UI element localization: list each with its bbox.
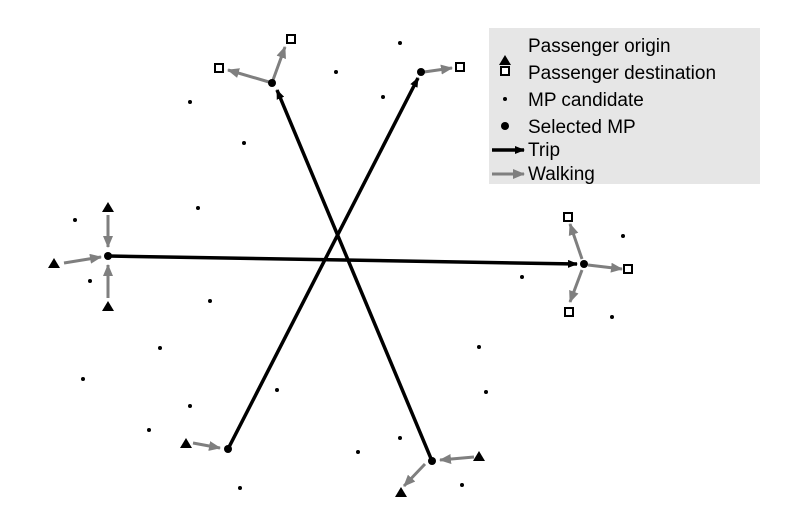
walking-arrow: [423, 64, 453, 75]
legend-label-selected-mp: Selected MP: [528, 117, 636, 138]
mp-candidate-dot: [484, 390, 488, 394]
selected-mp-dot: [104, 252, 112, 260]
passenger-origin-triangle: [102, 301, 114, 311]
trip-arrow: [226, 77, 420, 450]
passenger-origin-triangle: [473, 451, 485, 461]
legend-label-mp-candidate: MP candidate: [528, 90, 644, 111]
mp-candidate-dot: [334, 70, 338, 74]
walking-arrow: [271, 46, 287, 81]
passenger-destination-square: [286, 34, 296, 44]
selected-mp-dot: [224, 445, 232, 453]
selected-mp-dot: [268, 79, 276, 87]
walking-arrow: [402, 462, 427, 488]
mp-candidate-dot: [275, 388, 279, 392]
walking-arrow: [192, 441, 221, 451]
legend-triangle-icon: [499, 55, 511, 65]
legend-label-passenger-destination: Passenger destination: [528, 63, 716, 84]
trip-arrow: [107, 254, 578, 268]
mp-candidate-dot: [520, 275, 524, 279]
mp-candidate-dot: [356, 450, 360, 454]
passenger-destination-square: [214, 63, 224, 73]
selected-mp-dot: [428, 457, 436, 465]
legend-label-passenger-origin: Passenger origin: [528, 36, 671, 57]
mp-candidate-dot: [188, 404, 192, 408]
legend-label-walking: Walking: [528, 164, 595, 185]
mp-candidate-dot: [196, 206, 200, 210]
passenger-origin-triangle: [102, 202, 114, 212]
walking-legs: [63, 46, 623, 488]
passenger-origin-triangle: [180, 438, 192, 448]
trips: [107, 77, 578, 462]
mp-candidate-dot: [208, 299, 212, 303]
trip-arrow: [275, 89, 434, 462]
legend-dot-icon: [501, 122, 509, 130]
walking-arrow: [63, 253, 102, 265]
mp-candidate-dot: [158, 346, 162, 350]
mp-candidate-dot: [610, 315, 614, 319]
selected-mp-dot: [580, 260, 588, 268]
legend: Passenger origin Passenger destination M…: [489, 28, 760, 185]
mp-candidate-dot: [460, 483, 464, 487]
mp-candidate-dot: [73, 218, 77, 222]
walking-arrow: [439, 454, 475, 465]
legend-box: [489, 28, 760, 184]
selected-mp-dot: [417, 68, 425, 76]
legend-label-trip: Trip: [528, 140, 560, 161]
walking-arrow: [587, 262, 623, 273]
mp-candidates: [73, 41, 625, 490]
passenger-origins: [48, 202, 485, 497]
mp-candidate-dot: [147, 428, 151, 432]
mp-candidate-dot: [81, 377, 85, 381]
mp-candidate-dot: [621, 234, 625, 238]
mp-candidate-dot: [188, 100, 192, 104]
mp-candidate-dot: [398, 436, 402, 440]
passenger-destination-square: [563, 212, 573, 222]
walking-arrow: [227, 68, 270, 84]
walking-arrow: [568, 223, 584, 260]
mp-candidate-dot: [477, 345, 481, 349]
mp-candidate-dot: [238, 486, 242, 490]
selected-mps: [104, 68, 588, 465]
walking-arrow: [568, 269, 584, 303]
passenger-origin-triangle: [48, 258, 60, 268]
passenger-destination-square: [455, 62, 465, 72]
passenger-origin-triangle: [395, 487, 407, 497]
legend-square-icon: [500, 66, 510, 76]
mp-candidate-dot: [381, 95, 385, 99]
mp-candidate-dot: [88, 279, 92, 283]
mp-candidate-dot: [398, 41, 402, 45]
passenger-destinations: [214, 34, 633, 317]
legend-small-dot-icon: [503, 97, 507, 101]
mp-candidate-dot: [242, 141, 246, 145]
passenger-destination-square: [564, 307, 574, 317]
passenger-destination-square: [623, 264, 633, 274]
